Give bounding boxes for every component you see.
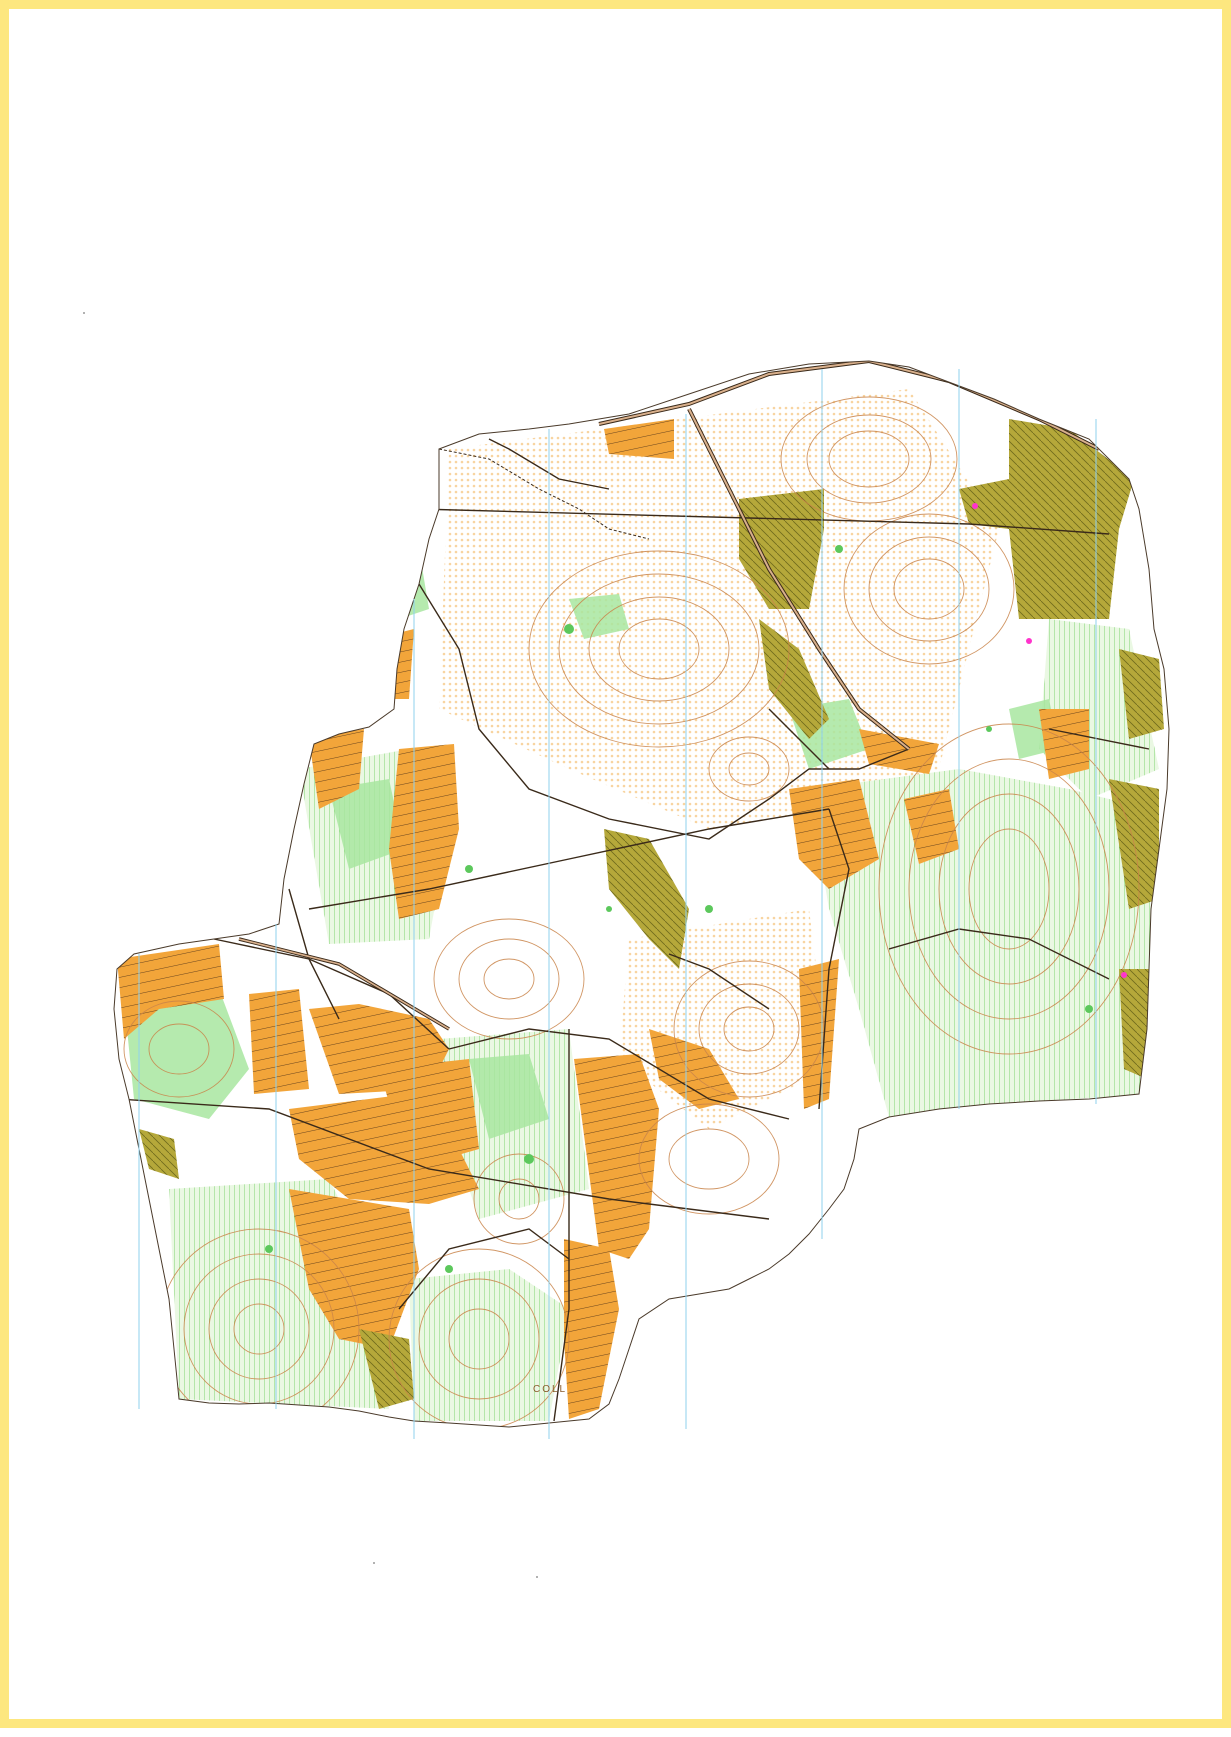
stream: [438, 448, 650, 540]
terrain-layer: [114, 361, 1169, 1427]
cultivated-areas: [139, 419, 1164, 1409]
paper-speck: [83, 312, 85, 314]
paper-speck: [373, 1562, 375, 1564]
rough-open-areas: [439, 389, 999, 1129]
tracks: [118, 438, 1150, 1422]
dense-vegetation-spots: [265, 545, 1093, 1273]
magnetic-north-lines: [138, 369, 1097, 1439]
contour-lines: [123, 396, 1140, 1427]
map-label-coll: COLL: [533, 1384, 567, 1395]
control-markers: [972, 503, 1127, 978]
orienteering-map: COLL: [113, 360, 1170, 1439]
paper-speck: [536, 1576, 538, 1578]
